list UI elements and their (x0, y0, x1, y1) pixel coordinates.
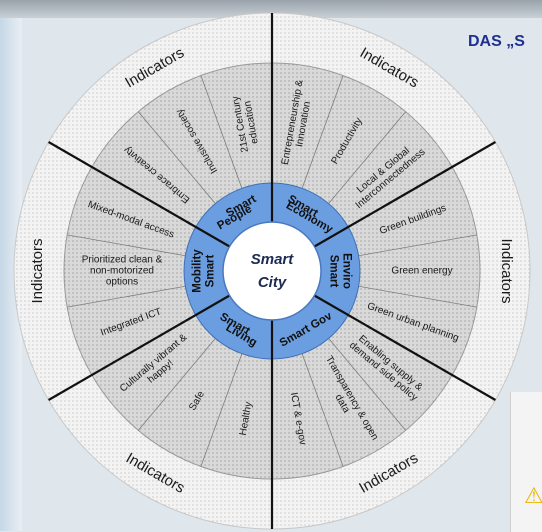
indicators-label: Indicators (498, 238, 515, 303)
item-divider (67, 234, 186, 257)
item-divider (137, 111, 216, 204)
warning-triangle-icon: ⚠ (524, 484, 542, 509)
item-divider (358, 285, 477, 308)
dimension-divider (48, 294, 231, 401)
slide-top-band (0, 0, 542, 18)
center-circle (222, 221, 322, 321)
indicator-item: Green energy (391, 266, 452, 277)
indicator-item: non-motorized (90, 266, 154, 277)
item-divider (200, 75, 243, 189)
slide-left-band (0, 18, 22, 531)
side-card (510, 392, 542, 532)
indicators-label: Indicators (29, 238, 46, 303)
item-divider (301, 353, 344, 467)
indicator-item: options (106, 277, 138, 288)
item-divider (137, 338, 216, 431)
item-divider (328, 111, 407, 204)
dimension-label: Mobility (192, 249, 204, 293)
item-divider (200, 353, 243, 467)
item-divider (301, 75, 344, 189)
dimension-divider (313, 294, 496, 401)
dimension-label: Smart (205, 255, 217, 288)
center-label-line1: Smart (251, 251, 295, 268)
center-label-line2: City (258, 274, 287, 291)
dimension-divider (48, 141, 231, 248)
item-divider (328, 338, 407, 431)
indicator-item: Prioritized clean & (82, 255, 163, 266)
dimension-label: Enviro (340, 253, 352, 289)
dimension-label: Smart (327, 255, 339, 288)
item-divider (358, 234, 477, 257)
dimension-divider (313, 141, 496, 248)
item-divider (67, 285, 186, 308)
slide-title: DAS „S (468, 33, 525, 50)
